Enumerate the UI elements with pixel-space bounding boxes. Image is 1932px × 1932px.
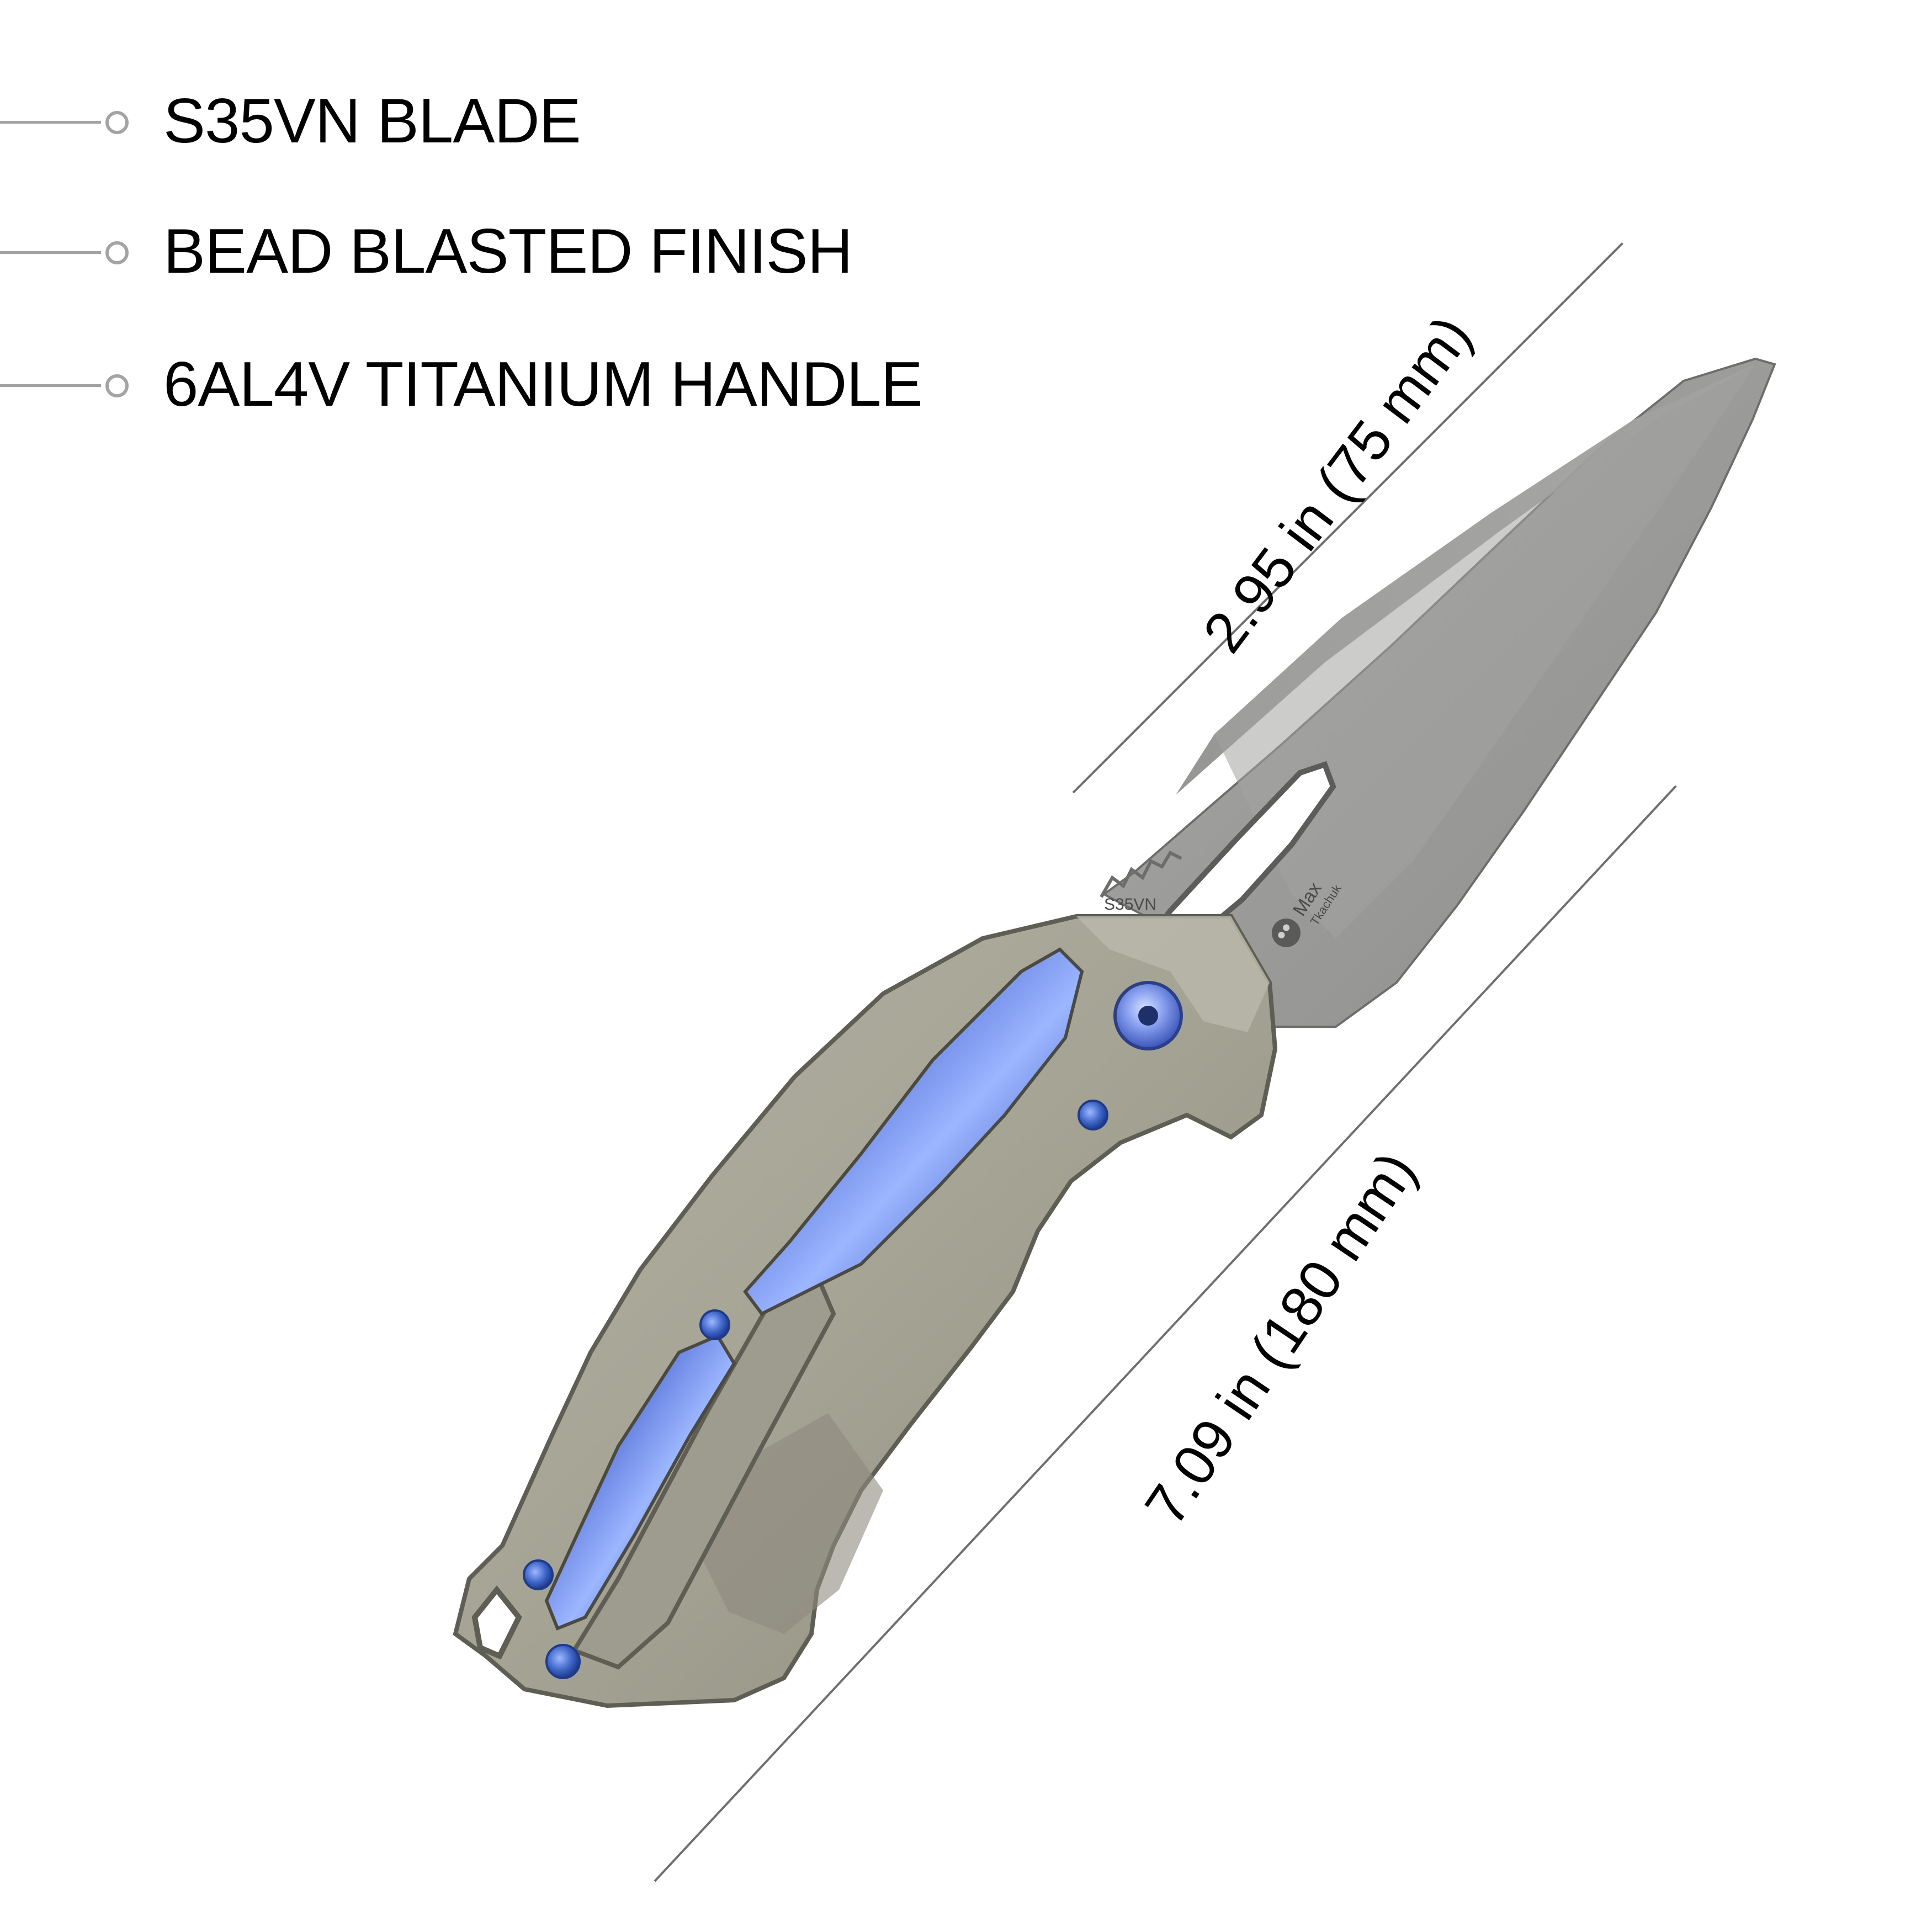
ring-bullet-icon [105,374,129,397]
feature-callout-handle: 6AL4V TITANIUM HANDLE [0,352,923,418]
ring-bullet-icon [105,111,129,134]
handle-screw-icon [699,1309,730,1340]
feature-callout-blade: S35VN BLADE [0,88,662,155]
torx-head-icon [1138,1006,1158,1026]
titanium-inlay-lower [544,1334,736,1631]
skull-logo-icon [1272,919,1301,947]
feature-callout-finish: BEAD BLASTED FINISH [0,219,853,285]
ring-bullet-icon [105,241,129,264]
feature-label-finish: BEAD BLASTED FINISH [163,216,853,286]
handle [453,914,1278,1708]
callout-line [0,384,101,387]
callout-line [0,121,101,124]
handle-screw-icon [1078,1100,1108,1130]
feature-label-handle: 6AL4V TITANIUM HANDLE [163,349,923,420]
handle-screw-icon [523,1559,554,1590]
blade-steel-marking: S35VN [1104,895,1156,914]
callout-line [0,251,101,254]
feature-label-blade: S35VN BLADE [163,86,581,156]
titanium-inlay-upper [743,947,1084,1316]
clip-screw-icon [545,1644,581,1679]
